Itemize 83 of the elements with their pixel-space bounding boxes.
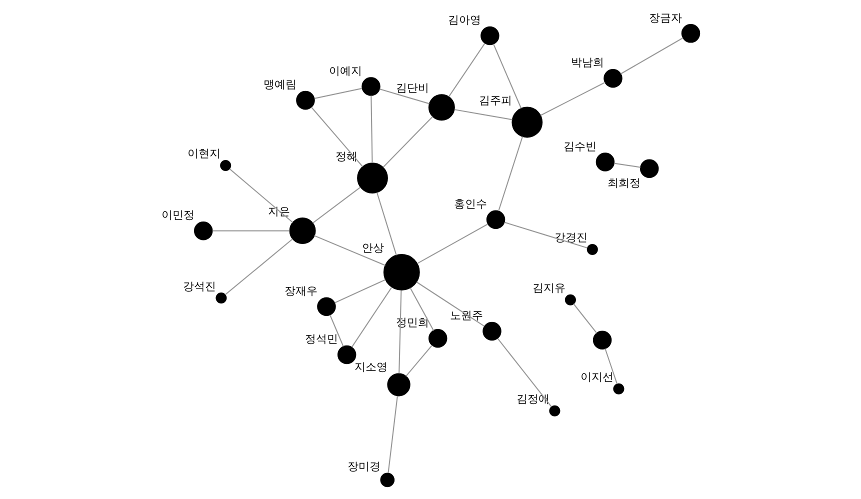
connector bbox=[620, 37, 684, 74]
connector bbox=[334, 279, 386, 304]
connector bbox=[351, 286, 392, 348]
node-circle bbox=[480, 26, 500, 46]
connector bbox=[212, 230, 290, 232]
node-label: 안상 bbox=[362, 241, 384, 254]
node-circle bbox=[296, 90, 315, 110]
node-label: 홍인수 bbox=[454, 197, 487, 210]
connector bbox=[405, 344, 432, 377]
node-circle bbox=[387, 373, 410, 396]
node-circle bbox=[317, 297, 336, 316]
node-label: 장미경 bbox=[348, 460, 381, 473]
connector bbox=[311, 106, 364, 167]
connector bbox=[370, 96, 373, 163]
node-circle bbox=[592, 330, 612, 350]
connector bbox=[448, 43, 486, 98]
connector bbox=[614, 162, 641, 168]
node-circle bbox=[220, 160, 232, 172]
connector bbox=[573, 304, 598, 334]
connector bbox=[604, 348, 618, 384]
connector bbox=[493, 44, 522, 109]
node-circle bbox=[549, 405, 560, 416]
node-label: 최희정 bbox=[607, 176, 640, 190]
node-label: 정혜 bbox=[336, 150, 358, 163]
node-circle bbox=[289, 218, 316, 244]
node-label: 김지유 bbox=[532, 282, 566, 295]
node-label: 김주피 bbox=[479, 94, 512, 108]
node-circle bbox=[357, 162, 388, 194]
connector bbox=[224, 238, 293, 296]
node-circle bbox=[482, 322, 502, 341]
node-label: 맹예림 bbox=[264, 78, 297, 92]
connector bbox=[398, 290, 402, 374]
connector bbox=[410, 288, 434, 331]
node-label: 정석민 bbox=[304, 332, 338, 346]
connector bbox=[388, 396, 398, 474]
connector bbox=[314, 235, 386, 266]
connector bbox=[314, 88, 362, 99]
connector bbox=[312, 186, 361, 224]
node-label: 지은 bbox=[268, 204, 290, 218]
node-label: 이지선 bbox=[580, 370, 614, 384]
node-circle bbox=[486, 210, 506, 229]
node-circle bbox=[596, 152, 615, 172]
connector bbox=[379, 88, 430, 104]
connector bbox=[498, 136, 524, 212]
node-label: 이예지 bbox=[329, 64, 362, 78]
connector bbox=[417, 224, 488, 264]
connector bbox=[540, 82, 606, 116]
node-label: 김아영 bbox=[448, 14, 482, 27]
node-circle bbox=[604, 68, 622, 88]
node-label: 장재우 bbox=[284, 284, 318, 298]
node-circle bbox=[640, 159, 659, 178]
node-label: 김정애 bbox=[516, 392, 550, 406]
node-label: 정민희 bbox=[396, 316, 429, 330]
connector bbox=[497, 338, 552, 407]
node-circle bbox=[362, 77, 380, 96]
node-label: 박남희 bbox=[571, 56, 604, 70]
connector bbox=[330, 314, 344, 347]
node-circle bbox=[428, 328, 448, 348]
node-label: 이현지 bbox=[188, 147, 221, 160]
node-circle bbox=[613, 383, 624, 394]
node-circle bbox=[586, 244, 598, 255]
node-circle bbox=[512, 106, 543, 138]
node-label: 지소영 bbox=[354, 360, 388, 374]
node-circle bbox=[428, 94, 455, 121]
node-circle bbox=[383, 254, 420, 290]
node-circle bbox=[337, 345, 356, 364]
node-circle bbox=[216, 292, 227, 304]
node-label: 김단비 bbox=[396, 81, 429, 94]
connector bbox=[376, 192, 397, 256]
connector bbox=[382, 116, 434, 168]
node-label: 노원주 bbox=[450, 309, 484, 322]
connector bbox=[504, 222, 588, 248]
connector bbox=[229, 168, 294, 223]
node-circle bbox=[564, 294, 576, 306]
node-label: 김수빈 bbox=[563, 140, 596, 153]
node-circle bbox=[194, 221, 213, 240]
node-label: 강석진 bbox=[183, 280, 216, 293]
node-label: 장금자 bbox=[648, 11, 682, 24]
node-circle bbox=[681, 24, 700, 43]
node-label: 이민정 bbox=[161, 208, 194, 222]
connector bbox=[416, 282, 485, 327]
node-circle bbox=[380, 472, 395, 488]
connector bbox=[454, 109, 512, 120]
